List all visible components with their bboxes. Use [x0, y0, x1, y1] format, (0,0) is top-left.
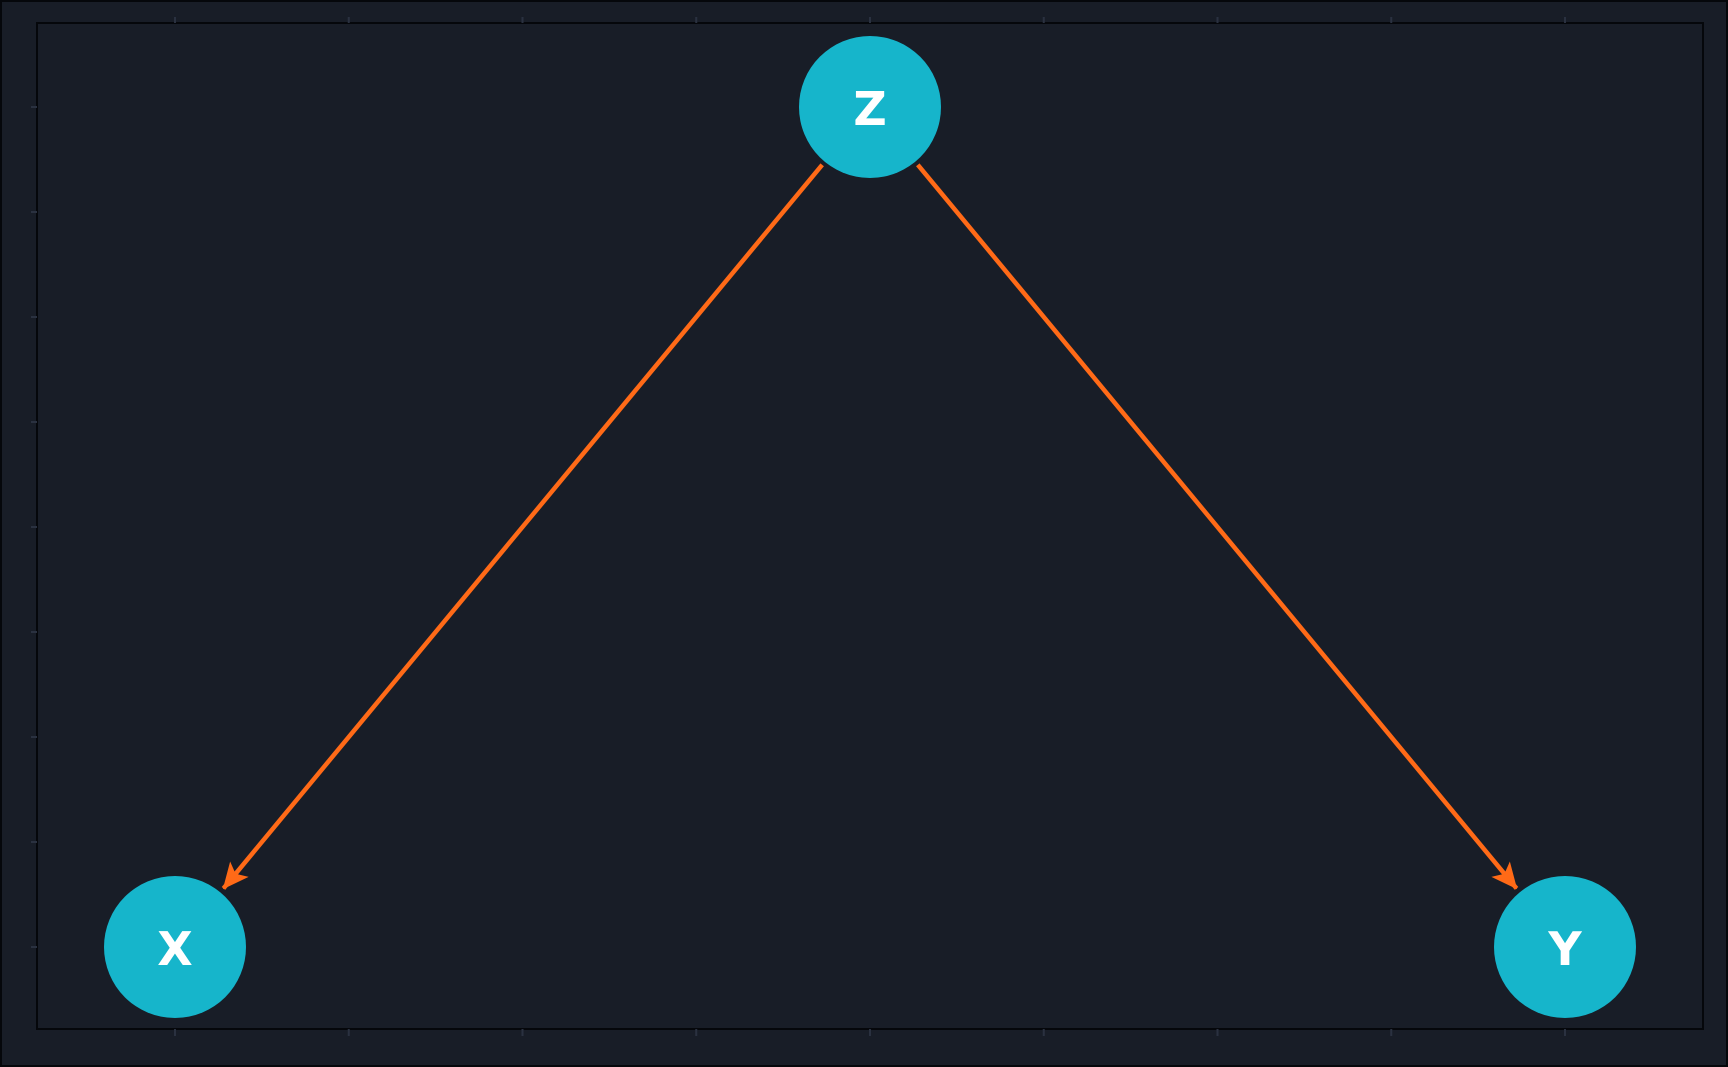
- node-x[interactable]: X: [104, 876, 246, 1018]
- node-x-label: X: [157, 922, 192, 976]
- node-x-circle: [104, 876, 246, 1018]
- edge-z-to-x: [221, 163, 824, 890]
- node-y-label: Y: [1547, 922, 1582, 976]
- node-y[interactable]: Y: [1494, 876, 1636, 1018]
- panel-ticks: [31, 17, 1566, 1036]
- node-y-circle: [1494, 876, 1636, 1018]
- node-z-label: Z: [853, 82, 886, 136]
- edges-layer: [221, 163, 1519, 890]
- node-z[interactable]: Z: [799, 36, 941, 178]
- nodes-layer: Z X Y: [104, 36, 1636, 1018]
- edge-z-to-y: [916, 163, 1519, 890]
- node-z-circle: [799, 36, 941, 178]
